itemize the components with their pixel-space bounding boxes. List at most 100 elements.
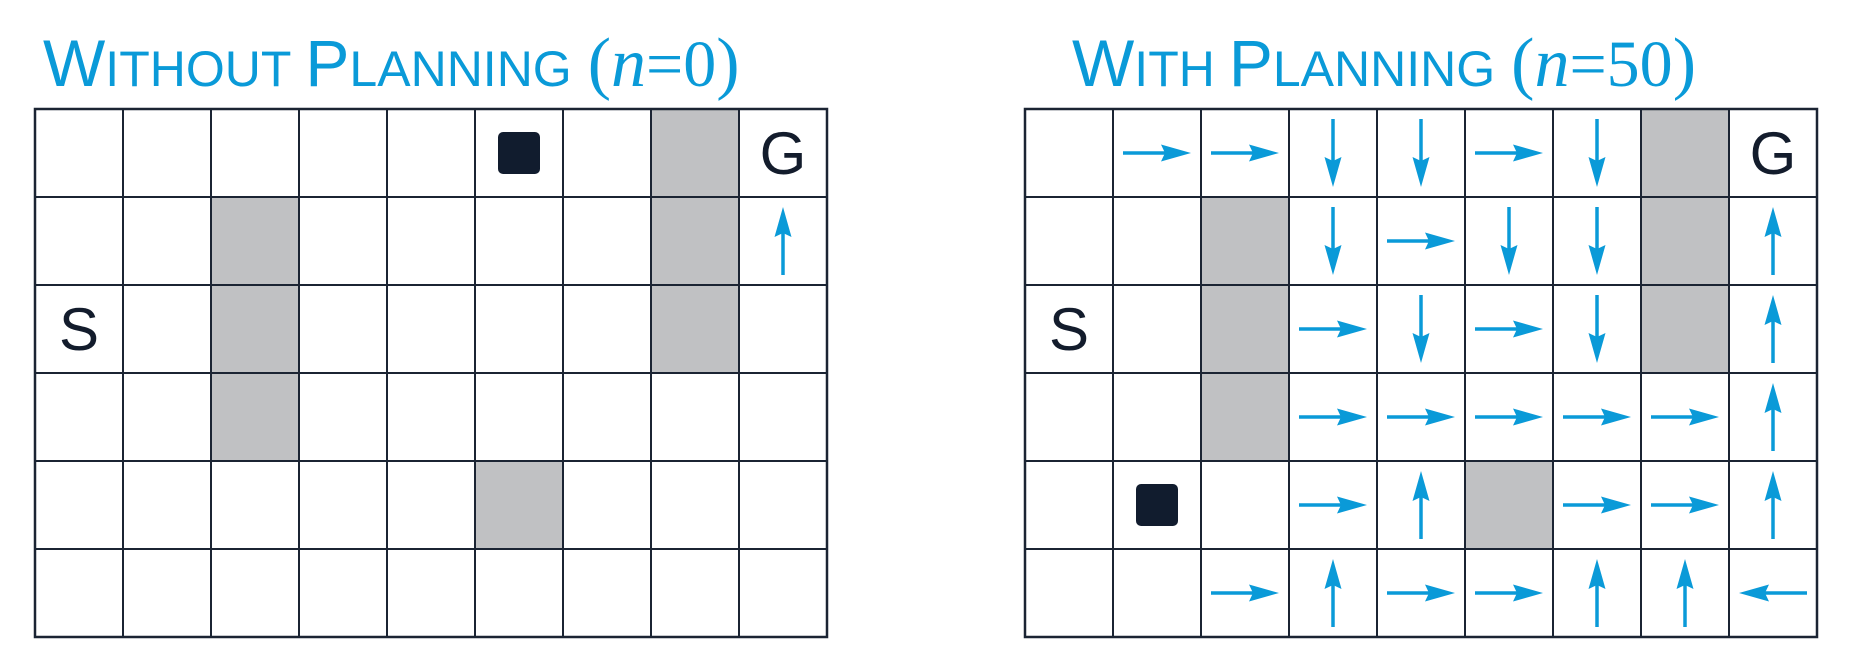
obstacle-cell [651,109,739,197]
title-w-rest: ITHOUT [105,41,291,97]
policy-arrow-down [1588,119,1606,187]
arrow-head [1324,157,1342,187]
policy-arrow-right [1387,584,1455,602]
title-p-rest: LANNING [349,41,571,97]
obstacle-cell [1201,373,1289,461]
policy-arrow-up [1764,383,1782,451]
obstacle-cell [1201,285,1289,373]
arrow-head [1500,245,1518,275]
title-w-cap: W [43,26,106,100]
arrow-head [1412,333,1430,363]
policy-arrow-right [1475,584,1543,602]
title-eq-value: =0 [646,28,716,101]
arrow-head [1425,408,1455,426]
policy-arrow-right [1563,408,1631,426]
obstacle-cell [651,197,739,285]
start-label: S [1049,296,1089,363]
policy-arrow-right [1563,496,1631,514]
arrow-head [1337,408,1367,426]
arrow-head [1513,144,1543,162]
obstacle-cell [651,285,739,373]
grid-frame [33,107,829,639]
arrow-head [1764,207,1782,237]
arrow-head [1689,496,1719,514]
arrow-head [1588,559,1606,589]
policy-arrow-up [1764,207,1782,275]
arrow-head [1324,245,1342,275]
title-p-rest: LANNING [1273,41,1495,97]
policy-arrow-down [1588,295,1606,363]
gridworld-with-planning: SG [1023,107,1819,639]
obstacle-cell [1641,285,1729,373]
policy-arrow-right [1299,320,1367,338]
policy-arrow-right [1475,144,1543,162]
obstacle-cell [475,461,563,549]
policy-arrow-left [1739,584,1807,602]
title-n-var: n [611,25,646,102]
arrow-head [1588,157,1606,187]
policy-arrow-right [1651,408,1719,426]
obstacle-cell [1465,461,1553,549]
obstacle-cell [1641,109,1729,197]
title-eq-value: =50 [1569,28,1672,101]
policy-arrow-down [1500,207,1518,275]
policy-arrow-down [1324,207,1342,275]
title-close-paren: ) [716,25,739,102]
title-w-cap: W [1072,26,1135,100]
policy-arrow-right [1211,584,1279,602]
arrow-head [1764,471,1782,501]
arrow-head [1689,408,1719,426]
arrow-head [1161,144,1191,162]
arrow-head [1513,584,1543,602]
arrow-head [1739,584,1769,602]
goal-label: G [1750,120,1797,187]
policy-arrow-right [1651,496,1719,514]
policy-arrow-right [1387,232,1455,250]
arrow-head [1337,320,1367,338]
policy-arrow-up [1676,559,1694,627]
policy-arrow-up [774,207,792,275]
title-n-var: n [1534,25,1569,102]
agent-marker [1136,484,1178,526]
obstacle-cell [211,197,299,285]
policy-arrow-right [1123,144,1191,162]
arrow-head [1337,496,1367,514]
policy-arrow-right [1211,144,1279,162]
arrow-head [774,207,792,237]
arrow-head [1412,471,1430,501]
arrow-head [1324,559,1342,589]
arrow-head [1249,144,1279,162]
title-open-paren: ( [1511,25,1534,102]
policy-arrow-right [1387,408,1455,426]
arrow-head [1764,295,1782,325]
arrow-head [1425,232,1455,250]
arrow-head [1676,559,1694,589]
arrow-head [1601,408,1631,426]
policy-arrow-up [1412,471,1430,539]
agent-marker [498,132,540,174]
arrow-head [1588,245,1606,275]
policy-arrow-right [1299,496,1367,514]
title-p-cap: P [305,26,349,100]
title-w-rest: ITH [1134,41,1215,97]
policy-arrow-up [1324,559,1342,627]
title-p-cap: P [1229,26,1273,100]
policy-arrow-down [1324,119,1342,187]
arrow-head [1249,584,1279,602]
goal-label: G [760,120,807,187]
obstacle-cell [1641,197,1729,285]
policy-arrow-right [1299,408,1367,426]
grid-frame [1023,107,1819,639]
policy-arrow-down [1412,119,1430,187]
policy-arrow-up [1588,559,1606,627]
arrow-head [1601,496,1631,514]
policy-arrow-right [1475,320,1543,338]
arrow-head [1588,333,1606,363]
obstacle-cell [211,373,299,461]
obstacle-cell [211,285,299,373]
policy-arrow-down [1412,295,1430,363]
policy-arrow-right [1475,408,1543,426]
